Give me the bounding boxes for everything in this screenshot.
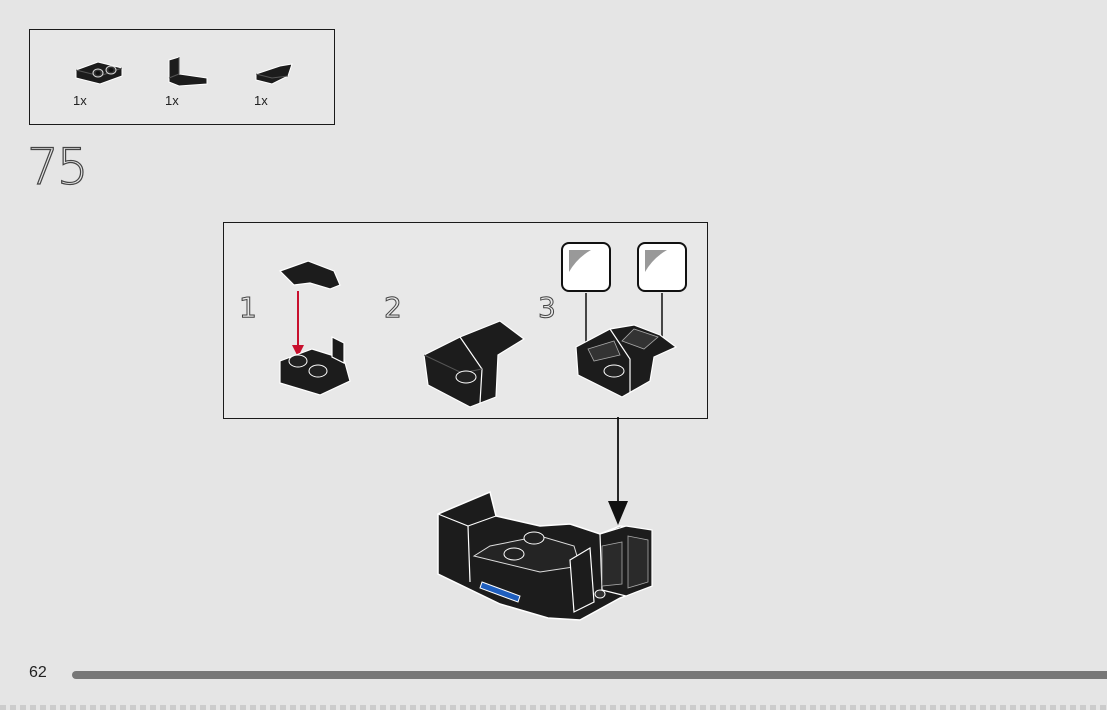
parts-list-box: 1x 1x 1x [29, 29, 335, 125]
substep-number: 3 [538, 291, 556, 324]
main-model-illustration [430, 486, 660, 626]
sticker-icon [643, 248, 681, 286]
progress-bar [72, 671, 1107, 679]
substep-number: 2 [384, 291, 402, 324]
bracket-plate-icon [72, 56, 126, 86]
page-number: 62 [29, 664, 47, 682]
wedge-plate-icon [252, 60, 296, 88]
substep-number: 1 [239, 291, 257, 324]
page-edge-decoration [0, 705, 1107, 710]
part-quantity: 1x [254, 93, 268, 108]
sub-assembly-box: 1 2 3 [223, 222, 708, 419]
step-number: 75 [27, 138, 87, 196]
part-quantity: 1x [165, 93, 179, 108]
sticker-icon [567, 248, 605, 286]
substep-3-illustration [574, 293, 684, 403]
panel-icon [163, 54, 213, 88]
part-quantity: 1x [73, 93, 87, 108]
substep-2-illustration [420, 315, 530, 415]
substep-1-illustration [272, 253, 362, 403]
